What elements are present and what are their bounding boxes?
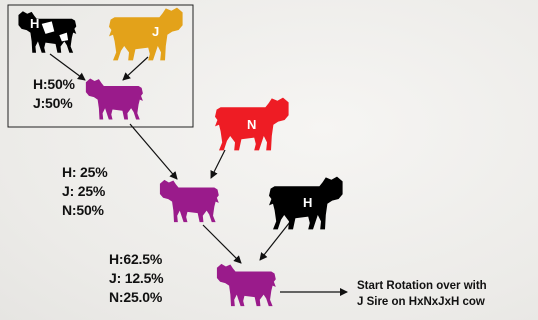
gen3-n-percent: N:25.0%	[109, 289, 163, 305]
gen3-breed-percentages: H:62.5% J: 12.5% N:25.0%	[109, 250, 164, 307]
gen2-n-percent: N:50%	[62, 202, 104, 218]
gen3-h-percent: H:62.5%	[109, 251, 163, 267]
gen1-j-percent: J:50%	[33, 95, 73, 111]
sire-letter-j-top: J	[152, 24, 159, 39]
gen1-breed-percentages: H:50% J:50%	[33, 75, 75, 113]
holstein-sire-bottom: H	[269, 177, 343, 230]
rotation-note-line1: Start Rotation over with	[357, 280, 487, 292]
arrow-gen2-to-gen3	[202, 224, 242, 264]
gen2-j-percent: J: 25%	[62, 183, 106, 199]
cow-icon	[109, 8, 183, 61]
first-cross-box	[7, 4, 194, 128]
arrow-h-to-gen1	[49, 53, 86, 81]
arrow-h-to-gen3	[259, 221, 291, 261]
gen2-breed-percentages: H: 25% J: 25% N:50%	[62, 163, 108, 220]
gen3-j-percent: J: 12.5%	[109, 270, 164, 286]
gen1-h-percent: H:50%	[33, 76, 75, 92]
gen2-h-percent: H: 25%	[62, 164, 108, 180]
cow-icon	[160, 180, 219, 222]
sire-letter-h-top: H	[30, 16, 39, 31]
holstein-sire-top: H	[18, 11, 76, 52]
sire-letter-h-bottom: H	[303, 195, 312, 210]
arrow-j-to-gen1	[122, 56, 149, 81]
norwegian-red-sire: N	[215, 98, 289, 151]
rotation-note-line2: J Sire on HxNxJxH cow	[357, 296, 485, 308]
arrow-n-to-gen2	[210, 149, 226, 179]
jersey-sire-top: J	[109, 8, 183, 61]
arrow-gen1-to-gen2	[129, 123, 178, 180]
sire-letter-n: N	[247, 117, 256, 132]
cow-icon	[18, 11, 76, 52]
cow-icon	[86, 79, 143, 120]
rotation-note: Start Rotation over with J Sire on HxNxJ…	[357, 278, 487, 310]
cow-icon	[217, 264, 276, 306]
